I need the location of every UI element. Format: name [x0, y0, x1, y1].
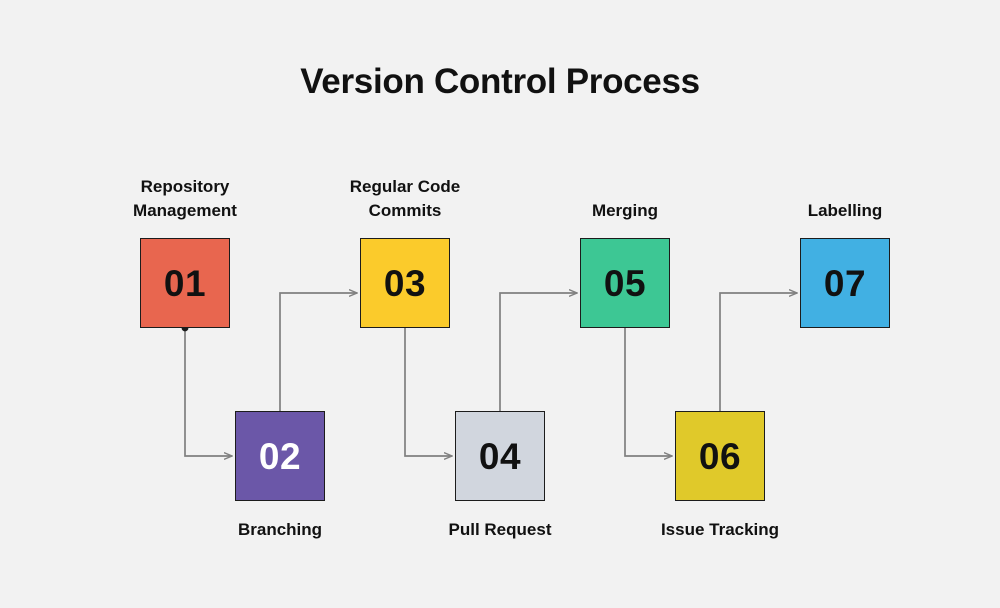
node-label-labelling: Labelling — [730, 168, 960, 224]
node-label-regular-code-commits: Regular Code Commits — [290, 168, 520, 224]
process-node-02[interactable]: 02 — [235, 411, 325, 501]
node-number: 07 — [823, 262, 867, 304]
node-label-pull-request: Pull Request — [385, 518, 615, 544]
label-line: Labelling — [807, 201, 883, 221]
connector-04-05 — [499, 293, 577, 411]
label-line: Issue Tracking — [660, 520, 780, 539]
node-number: 03 — [383, 262, 427, 304]
node-number: 06 — [698, 435, 742, 477]
node-number: 02 — [258, 435, 302, 477]
label-line: Commits — [368, 201, 442, 221]
page-title: Version Control Process — [300, 62, 700, 101]
process-node-03[interactable]: 03 — [360, 238, 450, 328]
node-label-repository-management: Repository Management — [70, 168, 300, 224]
connector-02-03 — [279, 293, 357, 411]
connector-01-02 — [184, 328, 232, 456]
connector-06-07 — [719, 293, 797, 411]
label-line: Regular Code — [349, 176, 461, 196]
node-label-branching: Branching — [165, 518, 395, 544]
node-number: 05 — [603, 262, 647, 304]
label-line: Repository — [140, 176, 230, 196]
process-node-05[interactable]: 05 — [580, 238, 670, 328]
process-node-04[interactable]: 04 — [455, 411, 545, 501]
connector-03-04 — [404, 328, 452, 456]
label-line: Branching — [237, 520, 323, 539]
connector-05-06 — [624, 328, 672, 456]
process-node-01[interactable]: 01 — [140, 238, 230, 328]
label-line: Management — [133, 201, 237, 221]
label-line: Pull Request — [448, 520, 552, 539]
node-label-merging: Merging — [510, 168, 740, 224]
node-number: 04 — [478, 435, 522, 477]
label-line: Merging — [591, 201, 659, 221]
process-node-06[interactable]: 06 — [675, 411, 765, 501]
node-label-issue-tracking: Issue Tracking — [605, 518, 835, 544]
node-number: 01 — [163, 262, 207, 304]
process-node-07[interactable]: 07 — [800, 238, 890, 328]
